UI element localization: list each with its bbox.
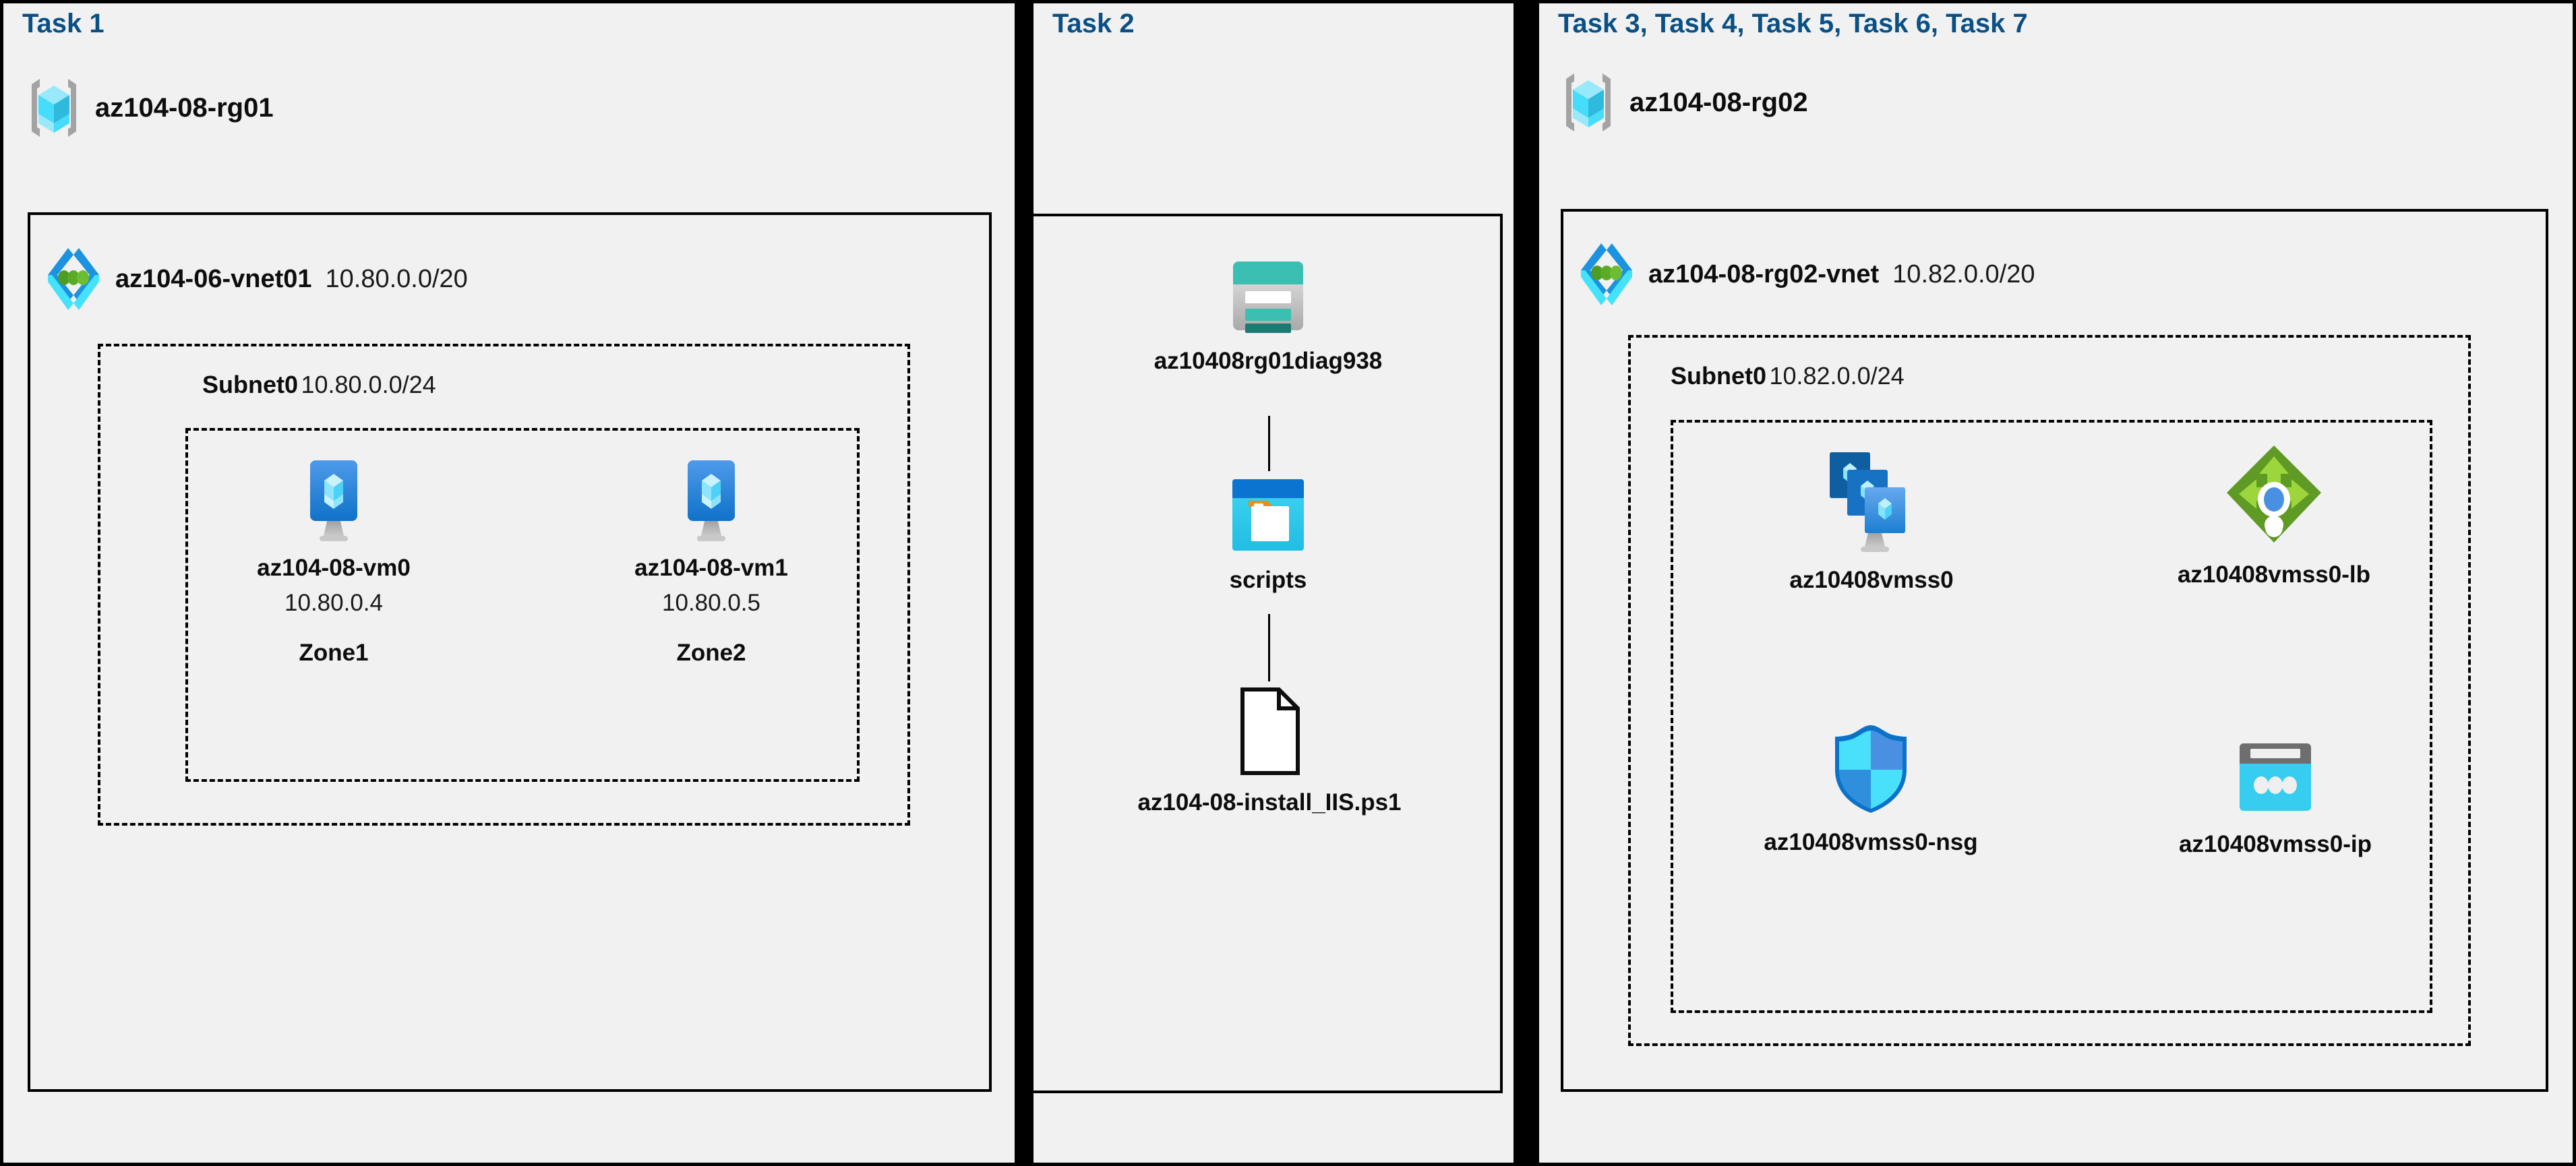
task1-vm-group-box	[185, 428, 860, 782]
vm-scale-set-icon	[1818, 448, 1925, 555]
task1-vnet-cidr: 10.80.0.0/20	[325, 264, 468, 293]
resource-group-icon	[28, 71, 80, 145]
node-vmss[interactable]: az10408vmss0	[1754, 448, 1989, 594]
storage-account-name: az10408rg01diag938	[1154, 348, 1383, 374]
load-balancer-icon	[2223, 441, 2325, 549]
task1-subnet-header: Subnet0 10.80.0.0/24	[202, 371, 436, 399]
task3-rg-label: az104-08-rg02	[1629, 87, 1808, 117]
task1-subnet-box	[98, 344, 910, 826]
blob-container-name: scripts	[1229, 567, 1307, 593]
node-script-file[interactable]: az104-08-install_IIS.ps1	[1114, 685, 1425, 816]
vmss-name: az10408vmss0	[1789, 567, 1954, 593]
task3-vnet-name: az104-08-rg02-vnet	[1648, 259, 1880, 288]
task1-vnet-box	[28, 212, 992, 1092]
task3-vnet-cidr: 10.82.0.0/20	[1892, 259, 2035, 288]
virtual-machine-icon	[297, 456, 371, 543]
node-load-balancer[interactable]: az10408vmss0-lb	[2129, 441, 2419, 588]
vm1-zone: Zone2	[676, 640, 746, 666]
task3-resource-group-box	[1671, 420, 2432, 1013]
vm0-zone: Zone1	[299, 640, 369, 666]
blob-container-icon	[1228, 475, 1308, 555]
virtual-machine-icon	[674, 456, 748, 543]
task3-subnet-name: Subnet0	[1671, 362, 1767, 390]
connector-storage-to-scripts	[1268, 416, 1270, 471]
public-ip-address-icon	[2236, 739, 2315, 819]
task3-resource-group: az104-08-rg02	[1562, 65, 1808, 140]
task3-title: Task 3, Task 4, Task 5, Task 6, Task 7	[1558, 9, 2028, 38]
public-ip-name: az10408vmss0-ip	[2178, 831, 2372, 857]
panel-task2: Task 2 az10408rg01diag938	[1031, 3, 1514, 1163]
script-file-name: az104-08-install_IIS.ps1	[1137, 789, 1402, 816]
panel-task3: Task 3, Task 4, Task 5, Task 6, Task 7 a…	[1539, 3, 2573, 1163]
vm0-name: az104-08-vm0	[257, 555, 411, 581]
connector-scripts-to-file	[1268, 614, 1270, 681]
task1-subnet-name: Subnet0	[202, 371, 299, 398]
task3-vnet-header: az104-08-rg02-vnet 10.82.0.0/20	[1578, 238, 2035, 311]
task1-subnet-cidr: 10.80.0.0/24	[301, 371, 436, 398]
panel-task1: Task 1 az104-08-rg01	[3, 3, 1015, 1163]
task3-subnet-header: Subnet0 10.82.0.0/24	[1671, 362, 1905, 390]
nsg-name: az10408vmss0-nsg	[1764, 829, 1978, 855]
node-vm1[interactable]: az104-08-vm1 10.80.0.5 Zone2	[634, 456, 788, 667]
vm0-ip: 10.80.0.4	[284, 590, 383, 616]
resource-group-icon	[1562, 65, 1615, 140]
task2-title: Task 2	[1052, 9, 1135, 38]
network-security-group-icon	[1830, 721, 1912, 817]
task3-subnet-cidr: 10.82.0.0/24	[1769, 362, 1905, 390]
task1-title: Task 1	[22, 9, 104, 38]
load-balancer-name: az10408vmss0-lb	[2177, 561, 2371, 588]
node-nsg[interactable]: az10408vmss0-nsg	[1736, 721, 2006, 856]
task1-rg-label: az104-08-rg01	[95, 92, 274, 123]
node-storage-account[interactable]: az10408rg01diag938	[1154, 256, 1383, 375]
node-public-ip[interactable]: az10408vmss0-ip	[2140, 739, 2410, 858]
task1-vnet-name: az104-06-vnet01	[115, 264, 312, 293]
file-icon	[1234, 685, 1305, 777]
node-blob-container[interactable]: scripts	[1221, 475, 1315, 594]
vm1-name: az104-08-vm1	[634, 555, 788, 581]
storage-account-icon	[1228, 256, 1309, 336]
task3-subnet-box	[1628, 335, 2471, 1046]
task3-vnet-box	[1561, 209, 2548, 1092]
task1-vnet-header: az104-06-vnet01 10.80.0.0/20	[45, 243, 468, 315]
virtual-network-icon	[1578, 238, 1635, 311]
node-vm0[interactable]: az104-08-vm0 10.80.0.4 Zone1	[257, 456, 411, 667]
vm1-ip: 10.80.0.5	[662, 590, 760, 616]
task1-resource-group: az104-08-rg01	[28, 71, 274, 145]
task2-container-box	[1031, 214, 1503, 1093]
virtual-network-icon	[45, 243, 102, 315]
